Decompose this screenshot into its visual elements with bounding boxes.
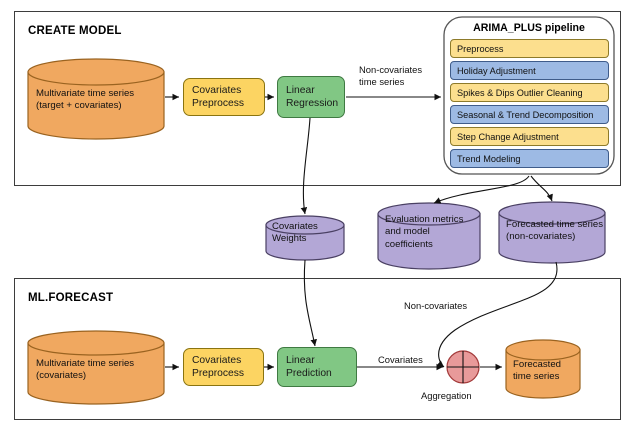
label-line-3: coefficients (385, 238, 433, 250)
box-line-1: Covariates (192, 355, 242, 366)
pipeline-step-spikes-dips-outlier-cleaning[interactable]: Spikes & Dips Outlier Cleaning (450, 83, 609, 102)
label-line-2: (non-covariates) (506, 231, 576, 243)
box-line-1: Linear (286, 85, 315, 96)
arima-pipeline-title: ARIMA_PLUS pipeline (473, 22, 585, 34)
covariates-weights-label: Covariates Weights (272, 221, 346, 246)
pipeline-step-label: Preprocess (457, 43, 504, 54)
box-line-2: Prediction (286, 368, 332, 379)
edge-label-non-covariates-time-series: Non-covariates time series (359, 64, 441, 87)
edge-label-line-2: time series (359, 75, 405, 87)
ml-forecast-group (14, 278, 621, 420)
aggregation-label: Aggregation (421, 390, 472, 401)
evaluation-metrics-label: Evaluation metrics and model coefficient… (385, 214, 481, 251)
label-line-1: Covariates (272, 221, 318, 232)
result-cylinder-label: Forecasted time series (513, 359, 583, 384)
arima-pipeline: ARIMA_PLUS pipeline Preprocess Holiday A… (444, 17, 614, 174)
pipeline-step-label: Seasonal & Trend Decomposition (457, 109, 594, 120)
box-line-2: Preprocess (192, 98, 245, 109)
covariates-preprocess-box-create-model[interactable]: Covariates Preprocess (183, 78, 265, 116)
pipeline-step-preprocess[interactable]: Preprocess (450, 39, 609, 58)
pipeline-step-label: Spikes & Dips Outlier Cleaning (457, 87, 583, 98)
linear-regression-box[interactable]: Linear Regression (277, 76, 345, 118)
pipeline-step-seasonal-trend-decomposition[interactable]: Seasonal & Trend Decomposition (450, 105, 609, 124)
label-line-1: Multivariate time series (36, 88, 135, 99)
create-model-title: CREATE MODEL (28, 25, 122, 37)
label-line-2: Weights (272, 233, 307, 245)
label-line-2: time series (513, 371, 560, 383)
source-cylinder-ml-forecast-label: Multivariate time series (covariates) (36, 358, 164, 383)
pipeline-step-step-change-adjustment[interactable]: Step Change Adjustment (450, 127, 609, 146)
label-line-2: (target + covariates) (36, 100, 122, 112)
covariates-preprocess-box-ml-forecast[interactable]: Covariates Preprocess (183, 348, 264, 386)
pipeline-step-label: Trend Modeling (457, 153, 521, 164)
box-line-2: Regression (286, 98, 339, 109)
pipeline-step-holiday-adjustment[interactable]: Holiday Adjustment (450, 61, 609, 80)
forecasted-noncovariates-label: Forecasted time series (non-covariates) (506, 219, 610, 244)
edge-label-non-covariates: Non-covariates (404, 300, 468, 311)
pipeline-step-label: Holiday Adjustment (457, 65, 536, 76)
label-line-1: Evaluation metrics (385, 214, 464, 225)
label-line-2: and model (385, 226, 430, 238)
box-line-1: Linear (286, 355, 315, 366)
ml-forecast-title: ML.FORECAST (28, 292, 114, 304)
box-line-1: Covariates (192, 85, 242, 96)
edge-label-line-1: Non-covariates (359, 64, 423, 75)
label-line-1: Forecasted time series (506, 219, 604, 230)
label-line-2: (covariates) (36, 370, 87, 382)
pipeline-step-trend-modeling[interactable]: Trend Modeling (450, 149, 609, 168)
source-cylinder-create-model-label: Multivariate time series (target + covar… (36, 88, 164, 113)
edge-label-covariates: Covariates (378, 354, 423, 365)
linear-prediction-box[interactable]: Linear Prediction (277, 347, 357, 387)
create-model-group (14, 11, 621, 186)
box-line-2: Preprocess (192, 368, 245, 379)
pipeline-step-label: Step Change Adjustment (457, 131, 559, 142)
label-line-1: Multivariate time series (36, 358, 135, 369)
label-line-1: Forecasted (513, 359, 561, 370)
